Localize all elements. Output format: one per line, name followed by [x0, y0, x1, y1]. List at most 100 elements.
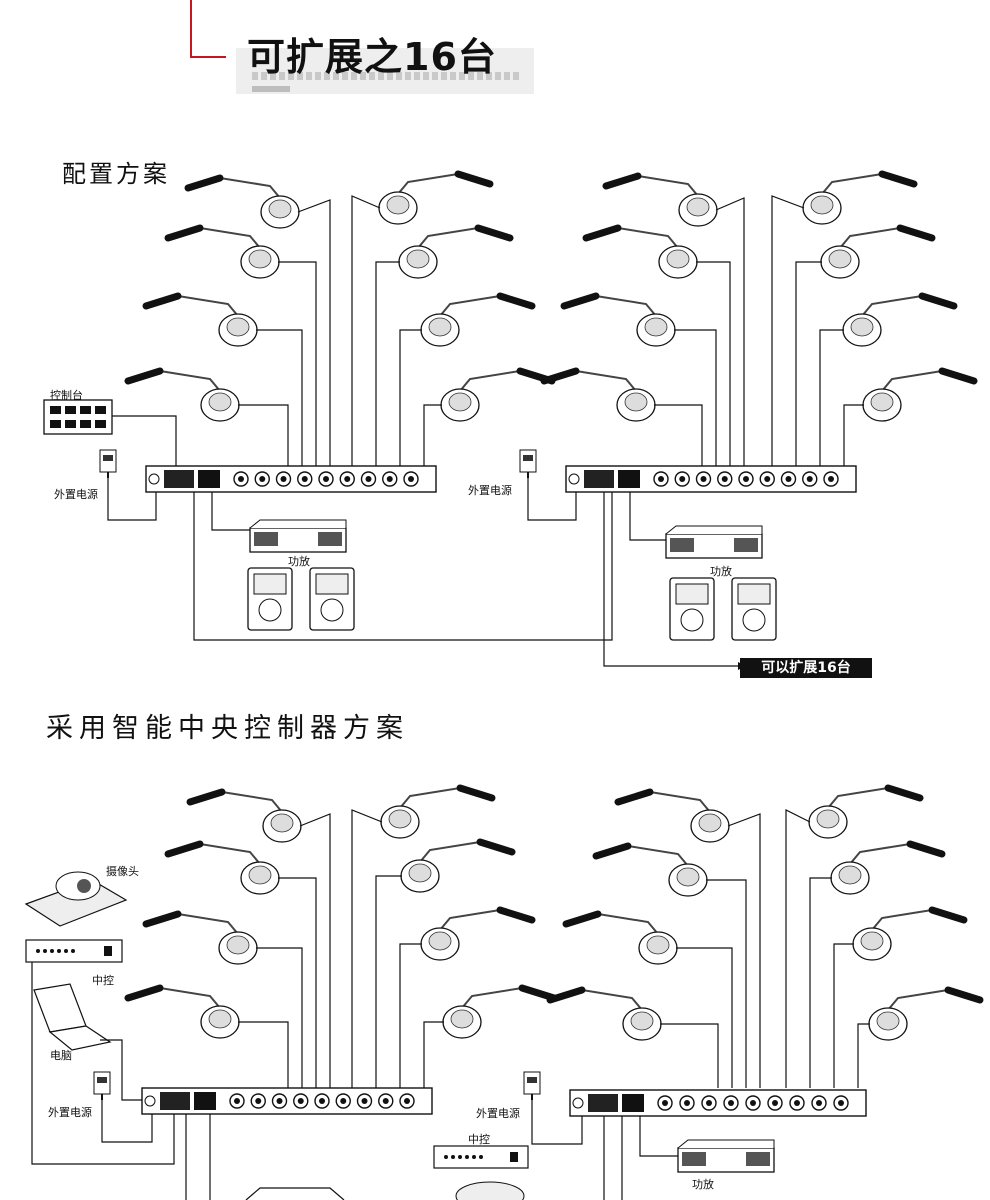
- speaker-woofer: [320, 598, 344, 622]
- mic-base-top: [208, 392, 232, 412]
- mic-base-top: [208, 1009, 232, 1029]
- mic-cable: [423, 1021, 444, 1088]
- mic-gooseneck: [221, 791, 283, 813]
- controller-indicator: [104, 946, 112, 956]
- xlr-port-center: [344, 476, 351, 482]
- mic-head: [906, 840, 946, 858]
- controller-cable: [31, 962, 175, 1165]
- camera-label: 摄像头: [106, 865, 139, 878]
- mic-head: [582, 224, 622, 242]
- controller-led: [472, 1155, 476, 1159]
- mic-cable: [351, 195, 381, 466]
- mic-head: [560, 292, 600, 310]
- mic-right-group-3: [400, 838, 516, 893]
- xlr-port-center: [684, 1100, 690, 1106]
- mic-cable: [256, 329, 303, 466]
- mic-gooseneck: [575, 370, 637, 392]
- xlr-port-center: [280, 476, 287, 482]
- mic-left-group-2: [560, 292, 676, 347]
- mic-head: [562, 910, 602, 928]
- console-body: [43, 399, 113, 435]
- mic-base-top: [448, 392, 472, 412]
- xlr-port-center: [728, 1100, 734, 1106]
- controller-led: [36, 949, 40, 953]
- header-accent-block: [252, 86, 290, 92]
- speaker-woofer: [680, 608, 704, 632]
- mic-base-top: [226, 935, 250, 955]
- controller-led: [458, 1155, 462, 1159]
- mic-gooseneck: [649, 791, 711, 813]
- controller-led: [71, 949, 75, 953]
- amplifier-left-1: [249, 519, 347, 553]
- link-cable: [193, 492, 613, 641]
- power-port: [148, 473, 160, 485]
- xlr-port-center: [838, 1100, 844, 1106]
- xlr-port-center: [662, 1100, 668, 1106]
- mic-gooseneck: [177, 295, 239, 317]
- speaker-woofer: [258, 598, 282, 622]
- mic-head: [496, 292, 536, 310]
- mic-cable: [278, 261, 317, 466]
- console-key: [65, 406, 76, 414]
- camera-device: [24, 871, 128, 927]
- mic-cable: [351, 809, 383, 1088]
- amp-top: [249, 519, 347, 529]
- expand-cable: [603, 492, 738, 667]
- amp-cable: [639, 1116, 678, 1157]
- power-cable: [531, 1100, 583, 1145]
- mic-cable: [785, 809, 811, 1088]
- mic-cable: [819, 329, 844, 466]
- xlr-port-center: [361, 1098, 368, 1104]
- mic-gooseneck: [595, 295, 657, 317]
- amp-vent: [670, 538, 694, 552]
- xlr-port-center: [297, 1098, 304, 1104]
- mic-left-group-4: [592, 842, 708, 897]
- computer-label: 电脑: [50, 1049, 72, 1062]
- mic-head: [518, 984, 558, 1002]
- mic-head: [164, 840, 204, 858]
- xlr-port-center: [255, 1098, 262, 1104]
- mic-base-top: [860, 931, 884, 951]
- mic-gooseneck: [199, 843, 261, 865]
- mic-base-top: [226, 317, 250, 337]
- mic-cable: [660, 1023, 719, 1088]
- mic-gooseneck: [871, 909, 933, 931]
- mic-gooseneck: [439, 295, 501, 317]
- console-cable: [112, 415, 177, 466]
- xlr-port-center: [706, 1100, 712, 1106]
- central-controller-label-right: 中控: [468, 1133, 490, 1146]
- partial-camera-bottom-right: [455, 1181, 525, 1200]
- mic-gooseneck: [581, 989, 643, 1011]
- mic-head: [896, 224, 936, 242]
- mic-head: [496, 906, 536, 924]
- power-supply-label-left-2: 外置电源: [48, 1106, 92, 1119]
- mic-base-top: [386, 195, 410, 215]
- mic-base-top: [876, 1011, 900, 1031]
- mixer-control-panel: [618, 470, 640, 488]
- mic-gooseneck: [617, 227, 679, 249]
- xlr-port-center: [750, 1100, 756, 1106]
- mic-gooseneck: [627, 845, 689, 867]
- amplifier-label-right: 功放: [710, 565, 732, 578]
- mic-cable: [654, 404, 703, 466]
- xlr-port-center: [658, 476, 664, 482]
- mic-base-top: [406, 249, 430, 269]
- controller-led: [479, 1155, 483, 1159]
- mixer-control-panel: [622, 1094, 644, 1112]
- mic-base-top: [428, 317, 452, 337]
- amp-top: [665, 525, 763, 535]
- mic-cable: [299, 813, 331, 1088]
- mic-cable: [715, 197, 745, 466]
- power-supply-left-2: [93, 1071, 111, 1100]
- amp-vent: [746, 1152, 770, 1166]
- xlr-port-center: [794, 1100, 800, 1106]
- header-accent-line-horizontal: [190, 56, 226, 58]
- mic-cable: [833, 943, 854, 1088]
- console-key: [80, 406, 91, 414]
- mic-base-top: [630, 1011, 654, 1031]
- amp-vent: [318, 532, 342, 546]
- mic-cable: [423, 404, 442, 466]
- controller-indicator: [510, 1152, 518, 1162]
